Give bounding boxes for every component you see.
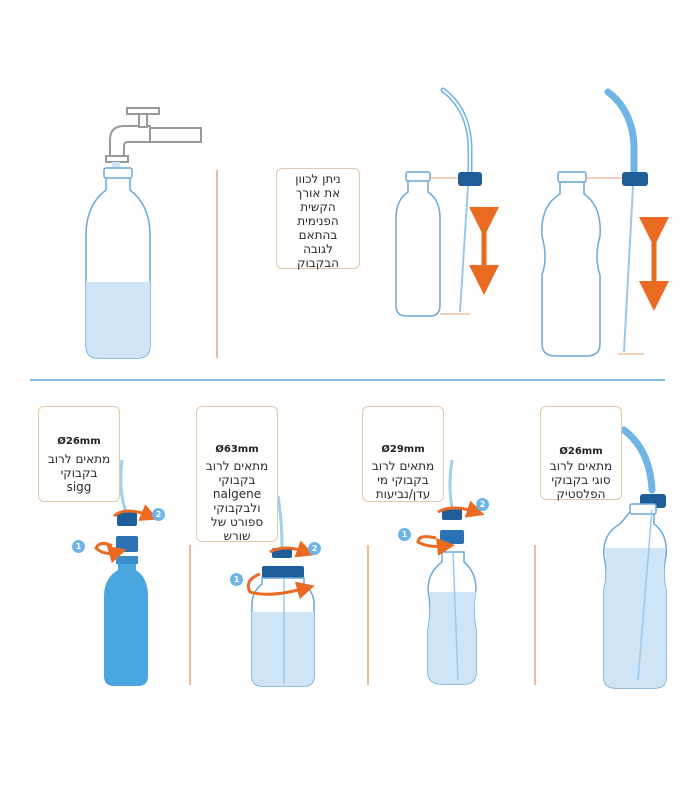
rotate-arrow-icon	[269, 540, 315, 558]
adapter-box-1	[38, 406, 120, 502]
adapter-text-4: מתאים לרוב סוגי בקבוקי הפלסטיק	[549, 459, 613, 501]
bottle-icon	[395, 171, 441, 317]
adapter-size-2: Ø63mm	[215, 444, 259, 455]
bottle-icon	[251, 577, 315, 687]
adapter-icon	[262, 566, 304, 578]
step-2-badge: 2	[152, 508, 165, 521]
adapter-size-1: Ø26mm	[57, 436, 101, 447]
step-1-badge: 1	[72, 540, 85, 553]
step-2-badge: 2	[308, 542, 321, 555]
bottle-icon	[427, 551, 477, 685]
cap-icon	[458, 172, 482, 186]
faucet-icon	[105, 107, 202, 163]
rotate-arrow-icon	[113, 504, 159, 521]
straw-icon	[440, 87, 473, 313]
straw-icon	[604, 88, 638, 353]
bottle-icon	[104, 556, 148, 686]
bottle-icon	[541, 171, 601, 357]
adapter-size-4: Ø26mm	[559, 446, 603, 457]
cap-icon	[117, 512, 137, 526]
rotate-arrow-icon	[437, 500, 485, 518]
straw-length-note-box	[276, 168, 360, 269]
bottle-icon	[603, 503, 667, 689]
adapter-text-1: מתאים לרוב בקבוקי sigg	[47, 452, 111, 494]
adapter-text-2: מתאים לרוב בקבוקי nalgene ולבקבוקי ספורט…	[205, 459, 269, 543]
cap-icon	[442, 508, 462, 520]
rotate-arrow-icon	[94, 541, 127, 564]
cap-icon	[622, 172, 648, 186]
adapter-box-2	[196, 406, 278, 542]
adapter-size-3: Ø29mm	[381, 444, 425, 455]
adapter-box-3	[362, 406, 444, 502]
step-2-badge: 2	[476, 498, 489, 511]
step-1-badge: 1	[398, 528, 411, 541]
straw-length-note: ניתן לכוון את אורך הקשית הפנימית בהתאם ל…	[295, 172, 341, 270]
step-1-badge: 1	[230, 573, 243, 586]
adapter-icon	[440, 530, 464, 544]
adapter-icon	[116, 536, 138, 552]
adapter-text-3: מתאים לרוב בקבוקי מי עדן/נביעות	[371, 459, 435, 501]
adapter-box-4	[540, 406, 622, 500]
bottle-icon	[85, 167, 151, 359]
rotate-arrow-icon	[246, 572, 315, 600]
rotate-arrow-icon	[416, 535, 455, 556]
